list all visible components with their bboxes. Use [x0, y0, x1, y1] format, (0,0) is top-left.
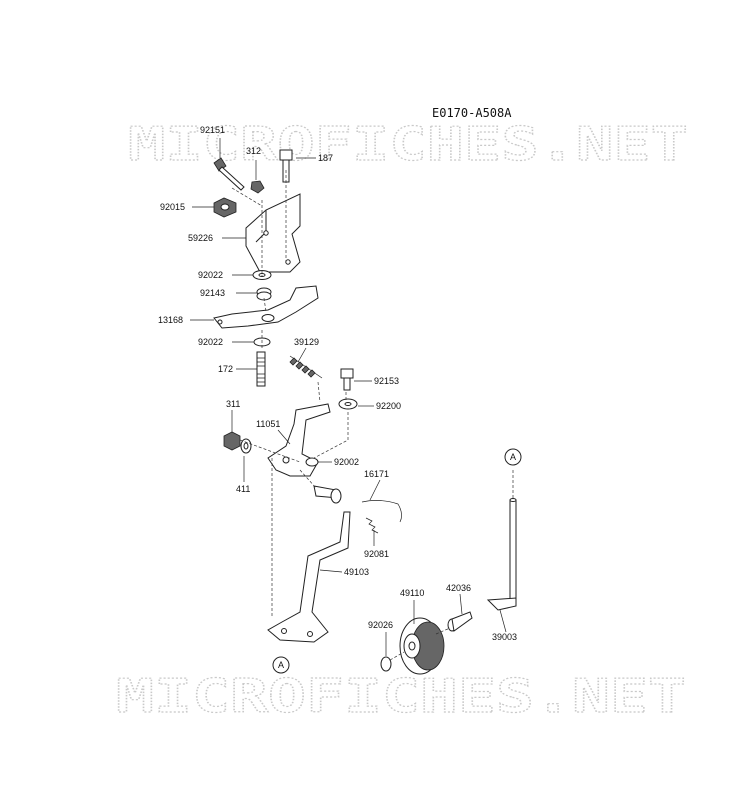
bolt-92153 — [340, 368, 354, 391]
label-92022-bottom: 92022 — [198, 337, 223, 347]
label-59226: 59226 — [188, 233, 213, 243]
clip-92081 — [365, 517, 379, 534]
label-187: 187 — [318, 153, 333, 163]
label-172: 172 — [218, 364, 233, 374]
label-92081: 92081 — [364, 549, 389, 559]
ref-circle-top: A — [504, 448, 522, 466]
diagram-code: E0170-A508A — [432, 106, 512, 120]
washer-92026 — [380, 656, 392, 672]
label-92015: 92015 — [160, 202, 185, 212]
leader-lines — [190, 138, 507, 656]
nut-311 — [223, 431, 241, 451]
label-311: 311 — [226, 399, 240, 409]
label-39003: 39003 — [492, 632, 517, 642]
label-411: 411 — [236, 484, 250, 494]
label-11051: 11051 — [256, 419, 280, 429]
lever-11051 — [267, 403, 331, 477]
watermark-bottom: MICROFICHES.NET — [116, 669, 686, 723]
spring-16171 — [361, 500, 402, 523]
assembly-lines — [231, 170, 514, 661]
label-39129: 39129 — [294, 337, 319, 347]
label-92151: 92151 — [200, 125, 225, 135]
label-92143: 92143 — [200, 288, 225, 298]
label-92002: 92002 — [334, 457, 359, 467]
nut-312 — [250, 180, 265, 194]
washer-92200 — [338, 398, 358, 410]
bolt-92151 — [213, 157, 245, 191]
label-92200: 92200 — [376, 401, 401, 411]
lever-13168 — [213, 285, 319, 329]
stud-172 — [256, 351, 266, 387]
bracket-59226 — [245, 193, 301, 273]
label-92026: 92026 — [368, 620, 393, 630]
ref-label-bottom: A — [278, 660, 284, 670]
label-49103: 49103 — [344, 567, 369, 577]
label-13168: 13168 — [158, 315, 183, 325]
washer-411 — [240, 438, 252, 454]
part-labels: 92151 312 187 92015 59226 92022 92143 13… — [158, 125, 517, 642]
gear-49110 — [399, 617, 445, 675]
rod-49103 — [267, 511, 351, 643]
pin-42036 — [447, 611, 473, 632]
ref-circle-bottom: A — [272, 656, 290, 674]
label-16171: 16171 — [364, 469, 389, 479]
label-42036: 42036 — [446, 583, 471, 593]
ref-label-top: A — [510, 452, 516, 462]
spring-39129 — [289, 355, 323, 379]
pin-92002 — [313, 485, 342, 504]
nut-92015 — [213, 197, 237, 218]
shaft-39003 — [486, 498, 517, 611]
label-92022-top: 92022 — [198, 270, 223, 280]
label-92153: 92153 — [374, 376, 399, 386]
label-49110: 49110 — [400, 588, 424, 598]
label-312: 312 — [246, 146, 261, 156]
